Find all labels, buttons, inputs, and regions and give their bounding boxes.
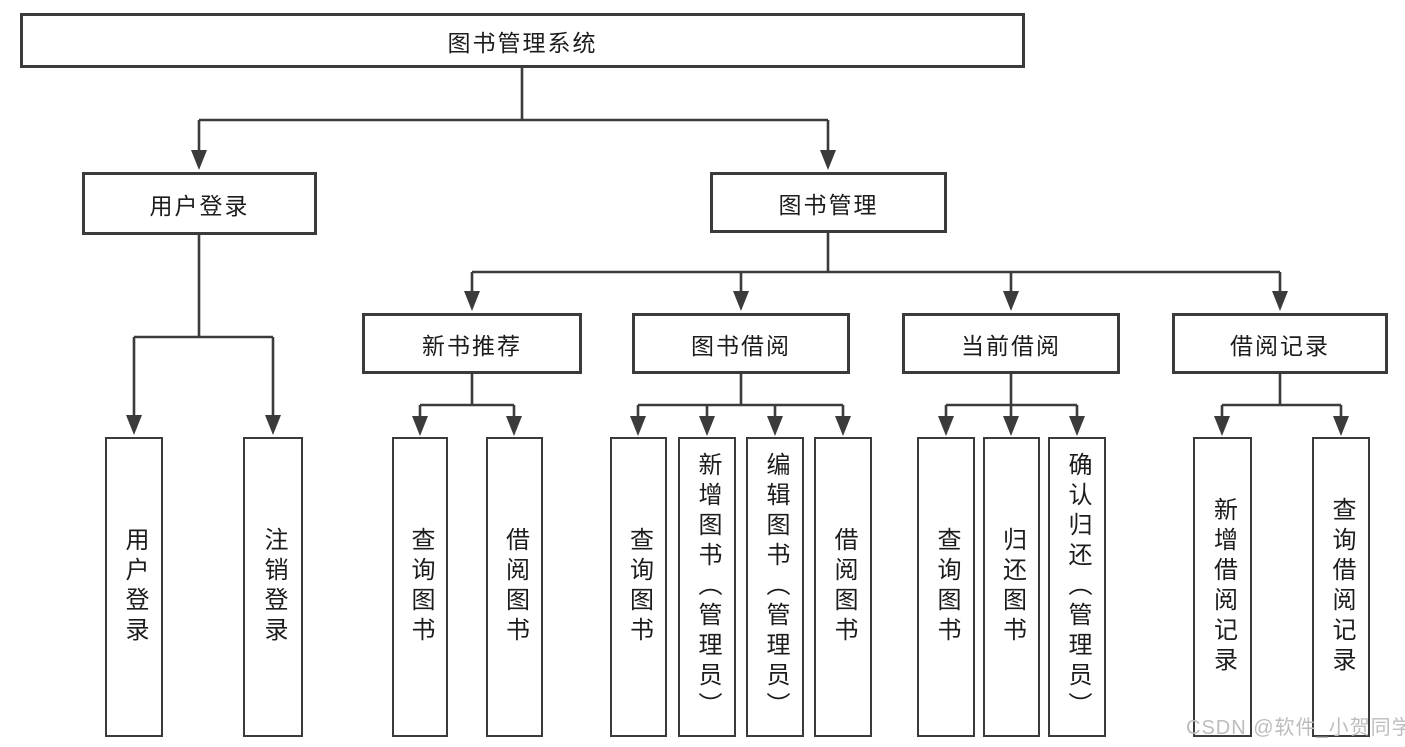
node-label: 借阅图书 xyxy=(501,527,529,647)
node-label: 注销登录 xyxy=(260,527,287,647)
leaf-add-books-admin: 新增图书（管理员） xyxy=(678,437,736,737)
node-label: 新增借阅记录 xyxy=(1209,497,1237,677)
arrowhead-icon xyxy=(733,291,749,311)
node-new-book-recommend: 新书推荐 xyxy=(362,313,582,374)
node-label: 编辑图书（管理员） xyxy=(762,452,789,722)
connector-root-to-level2 xyxy=(191,68,836,170)
leaf-borrow-books: 借阅图书 xyxy=(486,437,543,737)
node-book-management: 图书管理 xyxy=(710,172,947,233)
node-label: 确认归还（管理员） xyxy=(1064,452,1091,722)
leaf-add-borrow-record: 新增借阅记录 xyxy=(1193,437,1252,737)
arrowhead-icon xyxy=(699,416,715,436)
node-label: 当前借阅 xyxy=(961,332,1061,359)
leaf-logout: 注销登录 xyxy=(243,437,303,737)
connector-new-book-recommend-to-leaves xyxy=(412,374,522,436)
node-label: 借阅记录 xyxy=(1230,332,1330,359)
node-root-system: 图书管理系统 xyxy=(20,13,1025,68)
leaf-edit-books-admin: 编辑图书（管理员） xyxy=(746,437,804,737)
arrowhead-icon xyxy=(1333,416,1349,436)
arrowhead-icon xyxy=(464,291,480,311)
leaf-return-books: 归还图书 xyxy=(983,437,1040,737)
connector-user-login-to-leaves xyxy=(126,235,281,435)
arrowhead-icon xyxy=(191,150,207,170)
node-label: 查询图书 xyxy=(933,527,960,647)
node-label: 归还图书 xyxy=(998,527,1026,647)
node-label: 图书管理系统 xyxy=(447,29,598,56)
leaf-query-books: 查询图书 xyxy=(610,437,667,737)
arrowhead-icon xyxy=(767,416,783,436)
node-label: 新增图书（管理员） xyxy=(694,452,721,722)
arrowhead-icon xyxy=(506,416,522,436)
node-label: 查询图书 xyxy=(625,527,653,647)
leaf-borrow-books: 借阅图书 xyxy=(814,437,872,737)
arrowhead-icon xyxy=(265,415,281,435)
node-label: 图书管理 xyxy=(778,191,879,218)
arrowhead-icon xyxy=(1003,416,1019,436)
leaf-query-books: 查询图书 xyxy=(917,437,975,737)
node-label: 查询图书 xyxy=(407,527,434,647)
arrowhead-icon xyxy=(1003,291,1019,311)
node-label: 用户登录 xyxy=(149,192,250,219)
arrowhead-icon xyxy=(1214,416,1230,436)
arrowhead-icon xyxy=(835,416,851,436)
node-label: 用户登录 xyxy=(121,527,148,647)
leaf-user-login: 用户登录 xyxy=(105,437,163,737)
leaf-confirm-return-admin: 确认归还（管理员） xyxy=(1048,437,1106,737)
leaf-query-books: 查询图书 xyxy=(392,437,448,737)
node-user-login: 用户登录 xyxy=(82,172,317,235)
leaf-query-borrow-record: 查询借阅记录 xyxy=(1312,437,1370,737)
node-label: 图书借阅 xyxy=(691,332,791,359)
connector-current-borrowing-to-leaves xyxy=(938,374,1085,436)
arrowhead-icon xyxy=(126,415,142,435)
arrowhead-icon xyxy=(820,150,836,170)
node-label: 借阅图书 xyxy=(830,527,857,647)
arrowhead-icon xyxy=(1069,416,1085,436)
node-current-borrowing: 当前借阅 xyxy=(902,313,1120,374)
node-book-borrowing: 图书借阅 xyxy=(632,313,850,374)
node-label: 查询借阅记录 xyxy=(1328,497,1355,677)
arrowhead-icon xyxy=(630,416,646,436)
csdn-watermark: CSDN @软件_小贺同学 xyxy=(1186,717,1405,739)
connector-book-borrowing-to-leaves xyxy=(630,374,851,436)
connector-book-management-to-level3 xyxy=(464,233,1288,311)
arrowhead-icon xyxy=(1272,291,1288,311)
arrowhead-icon xyxy=(938,416,954,436)
arrowhead-icon xyxy=(412,416,428,436)
connector-borrow-records-to-leaves xyxy=(1214,374,1349,436)
node-borrow-records: 借阅记录 xyxy=(1172,313,1388,374)
node-label: 新书推荐 xyxy=(422,332,522,359)
